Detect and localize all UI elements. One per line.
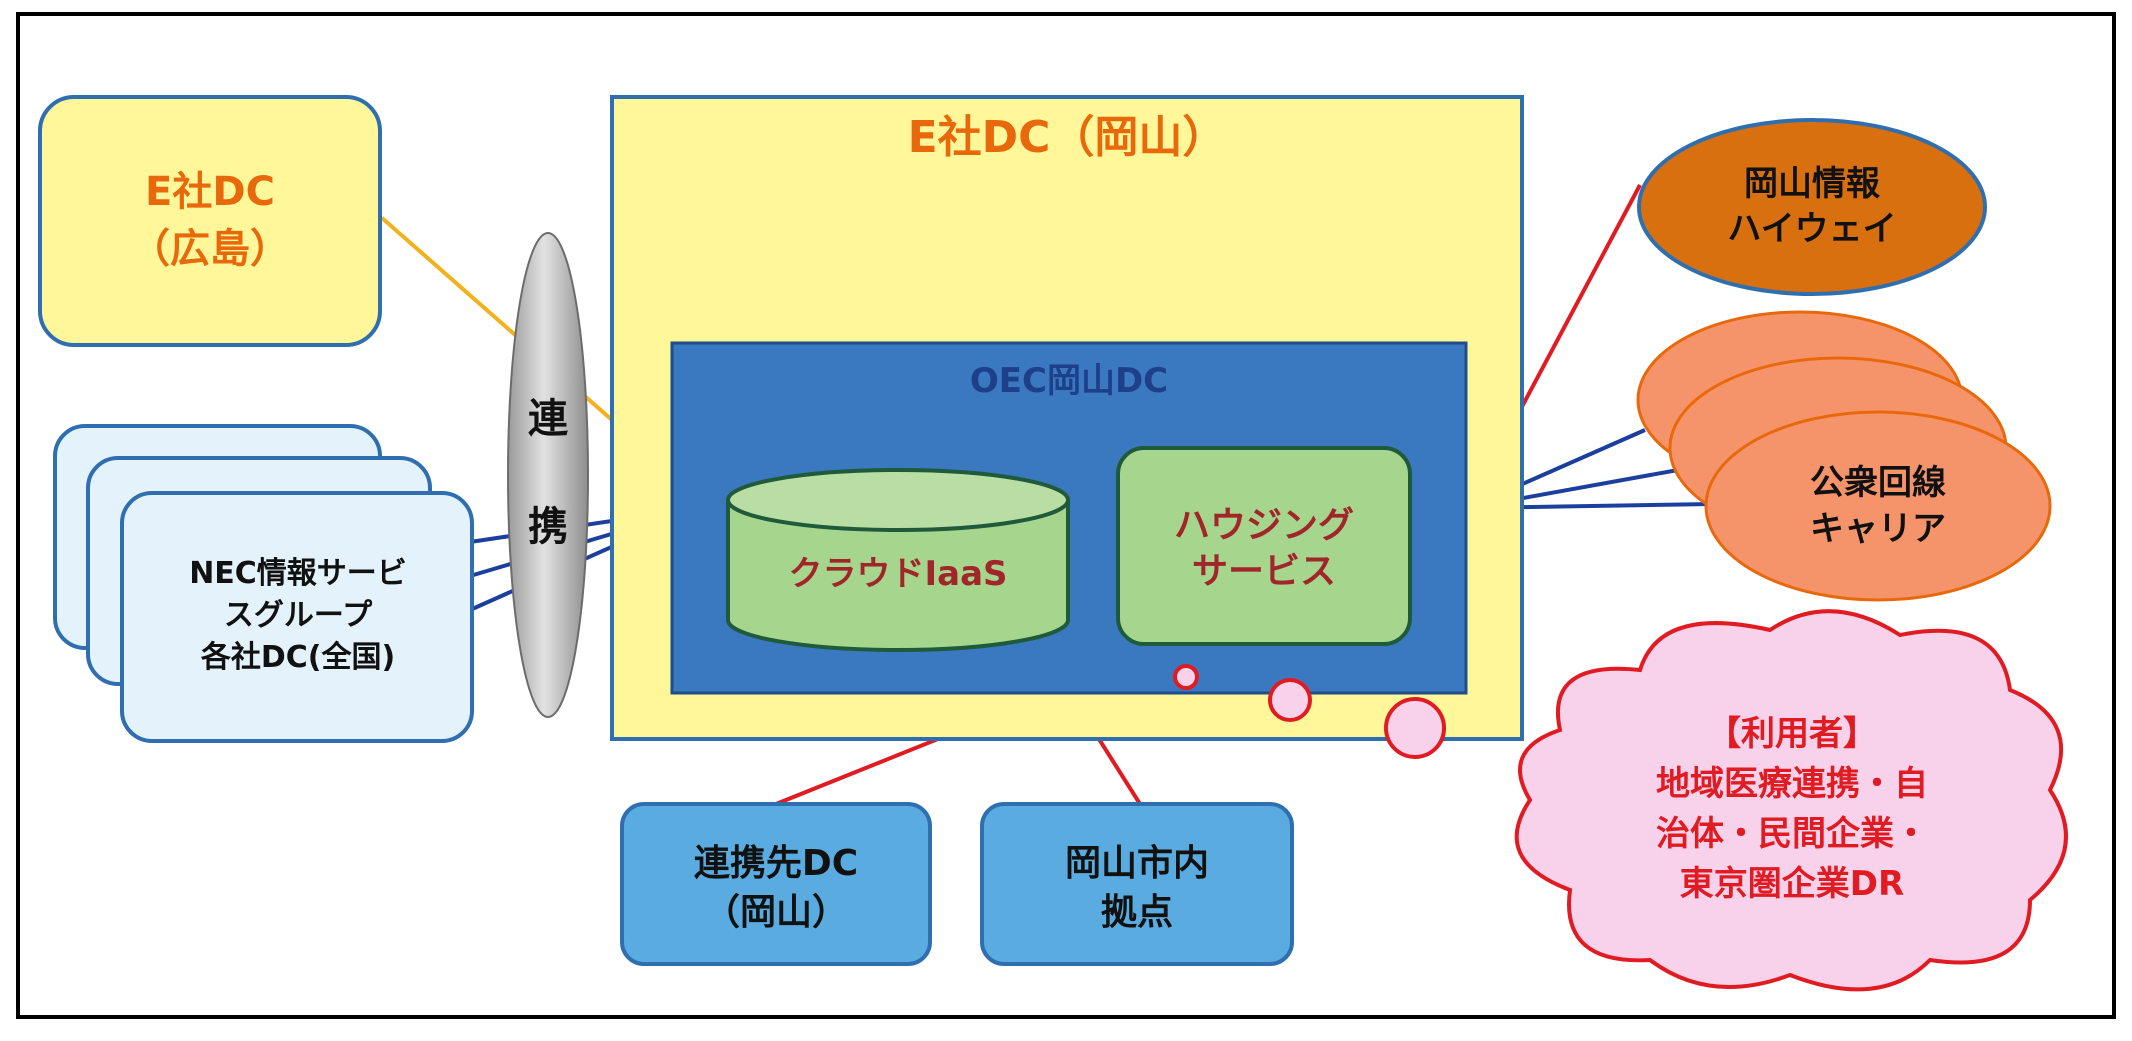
bubble-small [1173, 664, 1199, 690]
users-line4: 東京圏企業DR [1680, 864, 1904, 904]
users-cloud [1514, 609, 2068, 992]
city-base-box [980, 802, 1294, 966]
city-base-line1: 岡山市内 [1065, 843, 1209, 884]
bubble-large [1384, 697, 1446, 759]
oec-title: OEC岡山DC [970, 361, 1168, 401]
edc-hiroshima-box [38, 95, 382, 347]
edc-okayama-title: E社DC（岡山） [908, 112, 1227, 163]
renkei-char1: 連 [528, 396, 569, 442]
carrier-line2: キャリア [1810, 509, 1946, 549]
city-base-line2: 拠点 [1101, 892, 1173, 933]
edc-hiroshima-line1: E社DC [145, 169, 275, 215]
housing-line2: サービス [1192, 551, 1336, 592]
nec-line2: スグループ [224, 598, 373, 633]
nec-stack: NEC情報サービ スグループ 各社DC(全国) [53, 424, 474, 743]
carrier-ellipse-front [1704, 410, 2052, 602]
renkei-pill [507, 232, 589, 718]
carrier-stack: 公衆回線 キャリア [1636, 310, 2052, 602]
highway-ellipse [1637, 118, 1987, 296]
highway-line2: ハイウェイ [1727, 209, 1896, 249]
cylinder-top [726, 468, 1070, 532]
highway-line1: 岡山情報 [1744, 164, 1880, 204]
nec-card-front [120, 491, 474, 743]
cloud-cylinder: クラウドIaaS [726, 468, 1070, 652]
partner-dc-line1: 連携先DC [694, 843, 858, 884]
carrier-line1: 公衆回線 [1810, 463, 1946, 503]
housing-line1: ハウジング [1174, 505, 1354, 546]
partner-dc-box [620, 802, 932, 966]
renkei-char2: 携 [528, 504, 568, 550]
users-line3: 治体・民間企業・ [1656, 814, 1928, 854]
edc-hiroshima-line2: （広島） [130, 226, 290, 272]
partner-dc-line2: （岡山） [704, 892, 848, 933]
nec-line3: 各社DC(全国) [200, 640, 395, 675]
housing-box [1116, 446, 1412, 646]
nec-line1: NEC情報サービ [189, 556, 407, 591]
bubble-medium [1268, 678, 1312, 722]
cylinder-body [726, 500, 1070, 652]
cloud-label: クラウドIaaS [788, 554, 1007, 594]
users-line2: 地域医療連携・自 [1656, 764, 1928, 804]
users-line1: 【利用者】 [1707, 714, 1877, 754]
